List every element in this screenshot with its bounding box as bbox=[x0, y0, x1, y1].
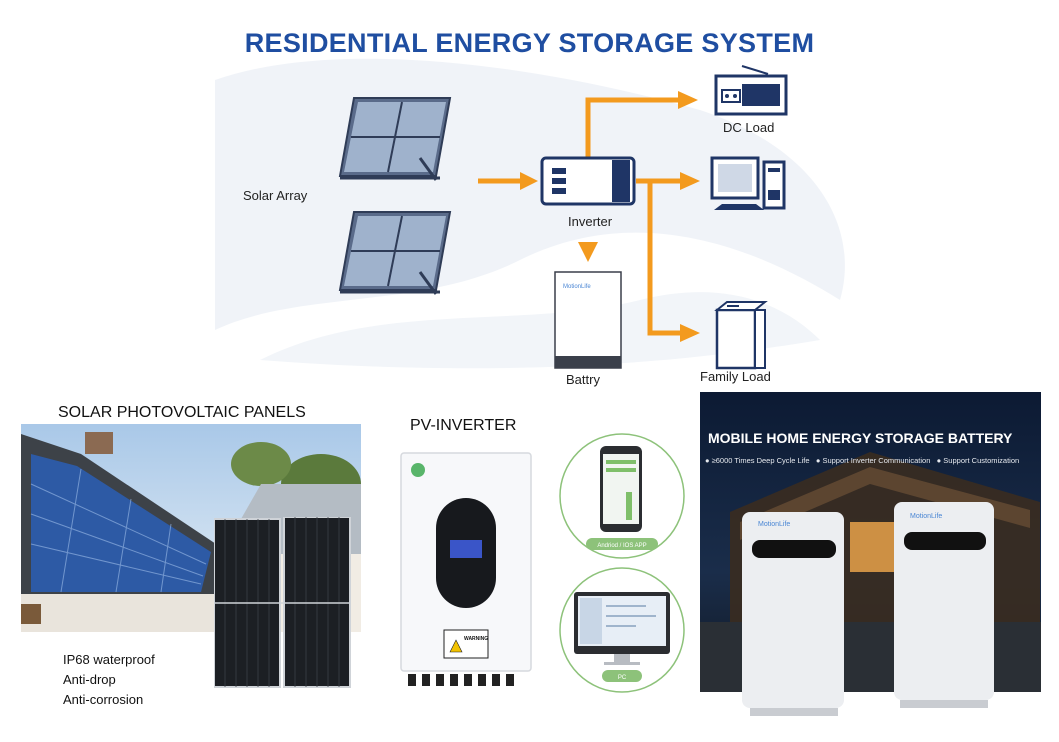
label-dc-load: DC Load bbox=[723, 120, 775, 135]
battery-feature: ● Support Inverter Communication bbox=[815, 456, 931, 465]
arrow-to-family-load bbox=[680, 324, 700, 342]
inverter-section-title: PV-INVERTER bbox=[410, 417, 517, 434]
battery-unit: MotionLife bbox=[742, 512, 844, 716]
svg-text:MotionLife: MotionLife bbox=[758, 521, 790, 528]
pc-label: PC bbox=[618, 675, 627, 681]
warning-label: WARNING bbox=[464, 636, 488, 642]
battery-feature: ● Support Customization bbox=[936, 456, 1020, 465]
fridge-icon bbox=[714, 301, 768, 370]
label-battery: Battry bbox=[566, 372, 600, 387]
background-swirl-2 bbox=[260, 292, 820, 369]
arrow-to-inverter bbox=[520, 172, 538, 190]
pv-inverter-unit: WARNING bbox=[400, 452, 532, 686]
app-label: Andriod / IOS APP bbox=[597, 543, 646, 549]
system-diagram: MotionLife bbox=[215, 58, 845, 370]
feature-item: IP68 waterproof bbox=[63, 652, 155, 667]
panels-section-title: SOLAR PHOTOVOLTAIC PANELS bbox=[58, 404, 306, 421]
solar-panel-icon bbox=[338, 211, 452, 295]
arrow-heads bbox=[520, 91, 700, 342]
arrow-to-computer bbox=[680, 172, 700, 190]
diagram-title: RESIDENTIAL ENERGY STORAGE SYSTEM bbox=[244, 28, 815, 58]
label-solar-array: Solar Array bbox=[243, 188, 308, 203]
panel-features: IP68 waterproof Anti-drop Anti-corrosion bbox=[63, 650, 155, 710]
battery-icon: MotionLife bbox=[554, 271, 622, 369]
radio-icon bbox=[714, 65, 788, 116]
label-family-load: Family Load bbox=[700, 369, 771, 384]
svg-text:MotionLife: MotionLife bbox=[910, 513, 942, 520]
app-monitor-bubble: Andriod / IOS APP bbox=[559, 433, 685, 559]
battery-feature: ● ≥6000 Times Deep Cycle Life bbox=[705, 456, 810, 465]
flow-lines bbox=[478, 97, 680, 336]
battery-banner: MotionLife MotionLife bbox=[700, 392, 1041, 716]
battery-unit: MotionLife bbox=[894, 502, 994, 708]
arrow-to-dc-load bbox=[678, 91, 698, 109]
battery-section-title: MOBILE HOME ENERGY STORAGE BATTERY bbox=[708, 430, 1013, 446]
computer-icon bbox=[710, 156, 786, 210]
feature-item: Anti-corrosion bbox=[63, 692, 144, 707]
pc-monitor-bubble: PC bbox=[559, 567, 685, 693]
svg-text:MotionLife: MotionLife bbox=[563, 284, 591, 290]
arrow-to-battery bbox=[578, 242, 598, 262]
inverter-icon bbox=[540, 156, 636, 206]
pv-module-icon bbox=[214, 517, 351, 688]
battery-features: ● ≥6000 Times Deep Cycle Life ● Support … bbox=[705, 456, 1019, 465]
feature-item: Anti-drop bbox=[63, 672, 116, 687]
label-inverter: Inverter bbox=[568, 214, 613, 229]
solar-panel-icon bbox=[338, 97, 452, 181]
